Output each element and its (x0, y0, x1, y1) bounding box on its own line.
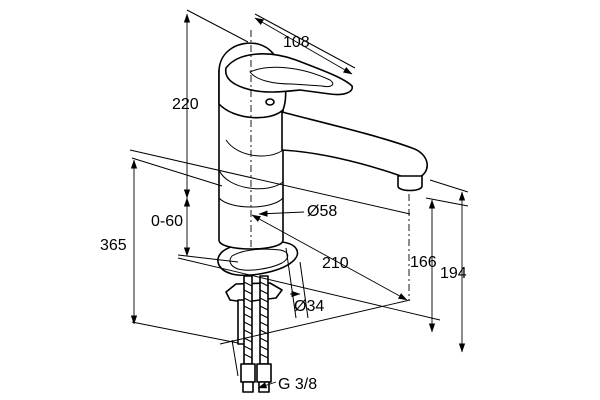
dim-220-label: 220 (172, 96, 199, 113)
dim-365-label: 365 (100, 237, 127, 254)
dim-108-line (254, 17, 353, 75)
faucet-spout (281, 111, 428, 180)
dim-194-label: 194 (440, 265, 467, 282)
dim-g38-leader (257, 381, 277, 389)
dim-58-label: Ø58 (307, 203, 337, 220)
dim-210-label: 210 (322, 255, 349, 272)
dimension-lines (130, 13, 466, 389)
dim-060-label: 0-60 (151, 213, 183, 230)
dim-58-leader (258, 210, 305, 217)
dim-210-line (251, 214, 408, 301)
mounting-bracket (225, 282, 283, 303)
dim-34-label: Ø34 (294, 298, 324, 315)
dim-108-label: 108 (283, 34, 310, 51)
spout-collar (225, 139, 284, 157)
spout-aerator (397, 175, 423, 192)
body-curve (218, 169, 284, 190)
lever-handle (224, 53, 353, 96)
dim-166-label: 166 (410, 254, 437, 271)
dimension-labels: 108 220 0-60 365 Ø58 210 166 194 Ø34 G 3… (100, 34, 467, 393)
handle-screw (265, 98, 275, 106)
center-lines (250, 30, 410, 300)
dim-g38-label: G 3/8 (278, 376, 317, 393)
